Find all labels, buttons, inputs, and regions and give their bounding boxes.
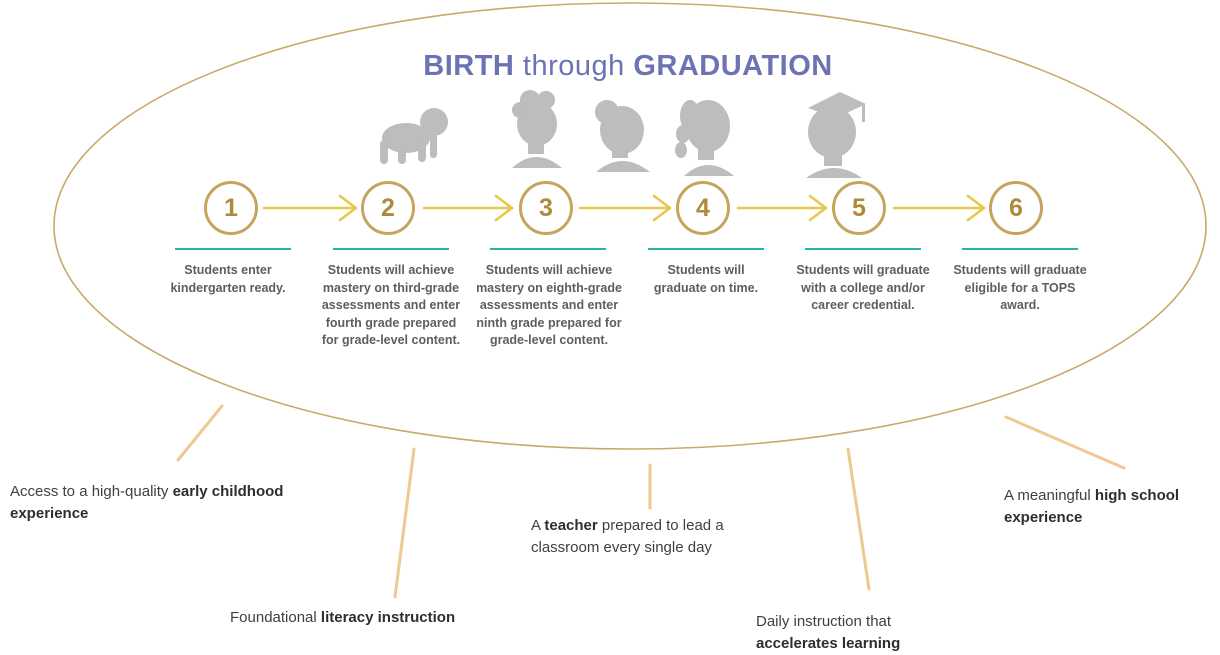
step-underline-1 — [175, 248, 291, 250]
step-text-2: Students will achieve mastery on third-g… — [321, 263, 461, 347]
support-teacher-pre: A — [531, 517, 545, 534]
support-teacher-post: prepared to lead a classroom every singl… — [531, 517, 724, 556]
step-arrows — [262, 194, 986, 222]
arrow-3-4 — [578, 194, 672, 222]
support-literacy-pre: Foundational — [230, 609, 321, 626]
support-highschool-bold: high school experience — [1004, 487, 1180, 526]
arrow-1-2 — [262, 194, 358, 222]
arrow-5-6 — [892, 194, 986, 222]
support-accelerate-pre: Daily instruction that — [756, 613, 892, 630]
support-teacher-bold: teacher — [544, 517, 598, 534]
step-text-4: Students will graduate on time. — [653, 263, 759, 295]
step-underline-5 — [805, 248, 921, 250]
support-early-childhood: Access to a high-quality early childhood… — [10, 481, 310, 525]
step-text-1: Students enter kindergarten ready. — [170, 263, 286, 295]
graduate-silhouette-icon — [806, 92, 866, 178]
support-accelerates: Daily instruction that accelerates learn… — [756, 611, 956, 655]
support-high-school: A meaningful high school experience — [1004, 485, 1216, 529]
crawling-baby-silhouette-icon — [380, 108, 448, 164]
connector-early — [176, 404, 224, 462]
outer-ellipse — [53, 2, 1207, 450]
title-through: through — [522, 50, 625, 82]
support-early-bold: early childhood experience — [10, 483, 284, 522]
step-underline-2 — [333, 248, 449, 250]
title-graduation: GRADUATION — [633, 50, 833, 82]
step-circle-1: 1 — [204, 181, 258, 235]
step-circle-6: 6 — [989, 181, 1043, 235]
step-circle-2: 2 — [361, 181, 415, 235]
step-underline-4 — [648, 248, 764, 250]
diagram-title: BIRTH through GRADUATION — [0, 50, 1220, 83]
girl-silhouette-icon — [595, 100, 650, 172]
support-teacher: A teacher prepared to lead a classroom e… — [531, 515, 791, 559]
support-early-pre: Access to a high-quality — [10, 483, 173, 500]
step-text-5: Students will graduate with a college an… — [796, 263, 930, 312]
braided-girl-silhouette-icon — [675, 100, 734, 176]
step-underline-3 — [490, 248, 606, 250]
support-highschool-pre: A meaningful — [1004, 487, 1095, 504]
title-birth: BIRTH — [423, 50, 515, 82]
arrow-4-5 — [736, 194, 828, 222]
connector-literacy — [393, 447, 416, 599]
step-circle-5: 5 — [832, 181, 886, 235]
support-literacy: Foundational literacy instruction — [230, 607, 550, 629]
step-text-3: Students will achieve mastery on eighth-… — [476, 263, 622, 347]
connector-highschool — [1004, 415, 1126, 470]
step-circle-3: 3 — [519, 181, 573, 235]
connector-lines — [176, 404, 1126, 599]
step-text-6: Students will graduate eligible for a TO… — [953, 263, 1087, 312]
step-circle-4: 4 — [676, 181, 730, 235]
connector-accelerate — [846, 447, 871, 591]
step-underline-6 — [962, 248, 1078, 250]
arrow-2-3 — [422, 194, 514, 222]
child-silhouette-icon — [512, 90, 562, 168]
support-accelerate-bold: accelerates learning — [756, 635, 901, 652]
support-literacy-bold: literacy instruction — [320, 609, 456, 626]
